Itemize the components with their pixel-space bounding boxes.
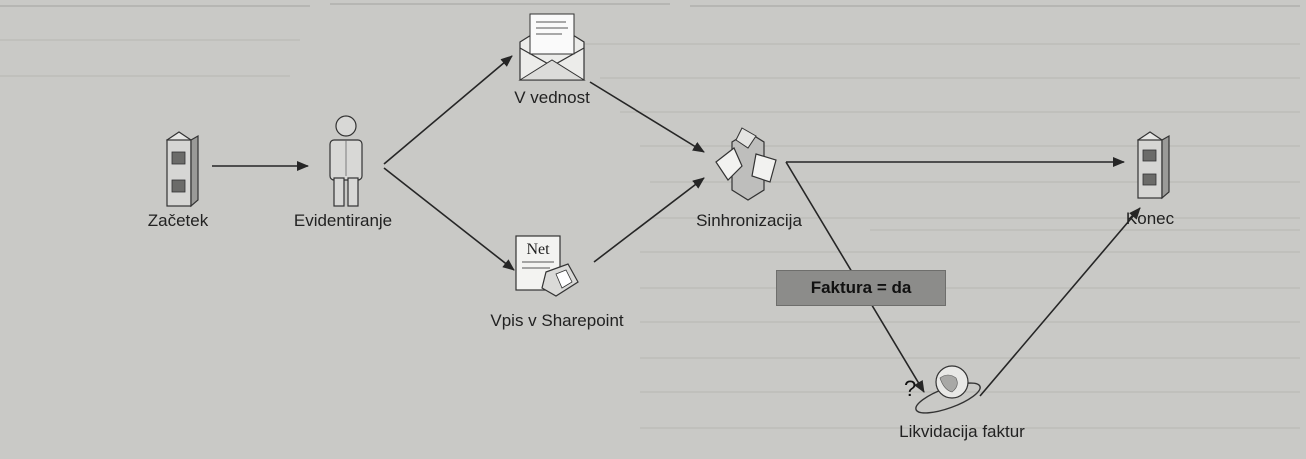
end-building-icon	[1136, 131, 1170, 200]
node-label-end: Konec	[1125, 209, 1175, 228]
node-label-sync: Sinhronizacija	[696, 211, 802, 230]
edge-sharepoint-sync	[593, 177, 705, 263]
edge-liquidation-end	[979, 207, 1141, 397]
background-text-lines-right	[690, 5, 1300, 231]
edge-register-sharepoint	[383, 167, 515, 271]
node-label-register: Evidentiranje	[293, 211, 393, 230]
globe-icon	[915, 365, 981, 414]
start-building-icon	[165, 131, 199, 208]
background-text-lines-middle	[330, 3, 1300, 429]
edge-inbox-sync	[589, 81, 705, 153]
net-document-icon: Net	[515, 235, 579, 297]
envelope-icon	[518, 13, 586, 81]
edge-register-inbox	[383, 55, 513, 165]
sync-arrows-icon	[715, 127, 777, 201]
svg-text:Net: Net	[526, 241, 550, 258]
condition-label: Faktura = da	[776, 270, 946, 306]
node-label-sharepoint: Vpis v Sharepoint	[490, 311, 624, 330]
node-label-liquidation: Likvidacija faktur	[899, 422, 1025, 441]
question-mark: ?	[904, 376, 917, 401]
node-label-inbox: V vednost	[514, 88, 590, 107]
background-text-lines-left	[0, 5, 310, 77]
node-label-start: Začetek	[147, 211, 209, 230]
person-icon	[329, 115, 363, 207]
